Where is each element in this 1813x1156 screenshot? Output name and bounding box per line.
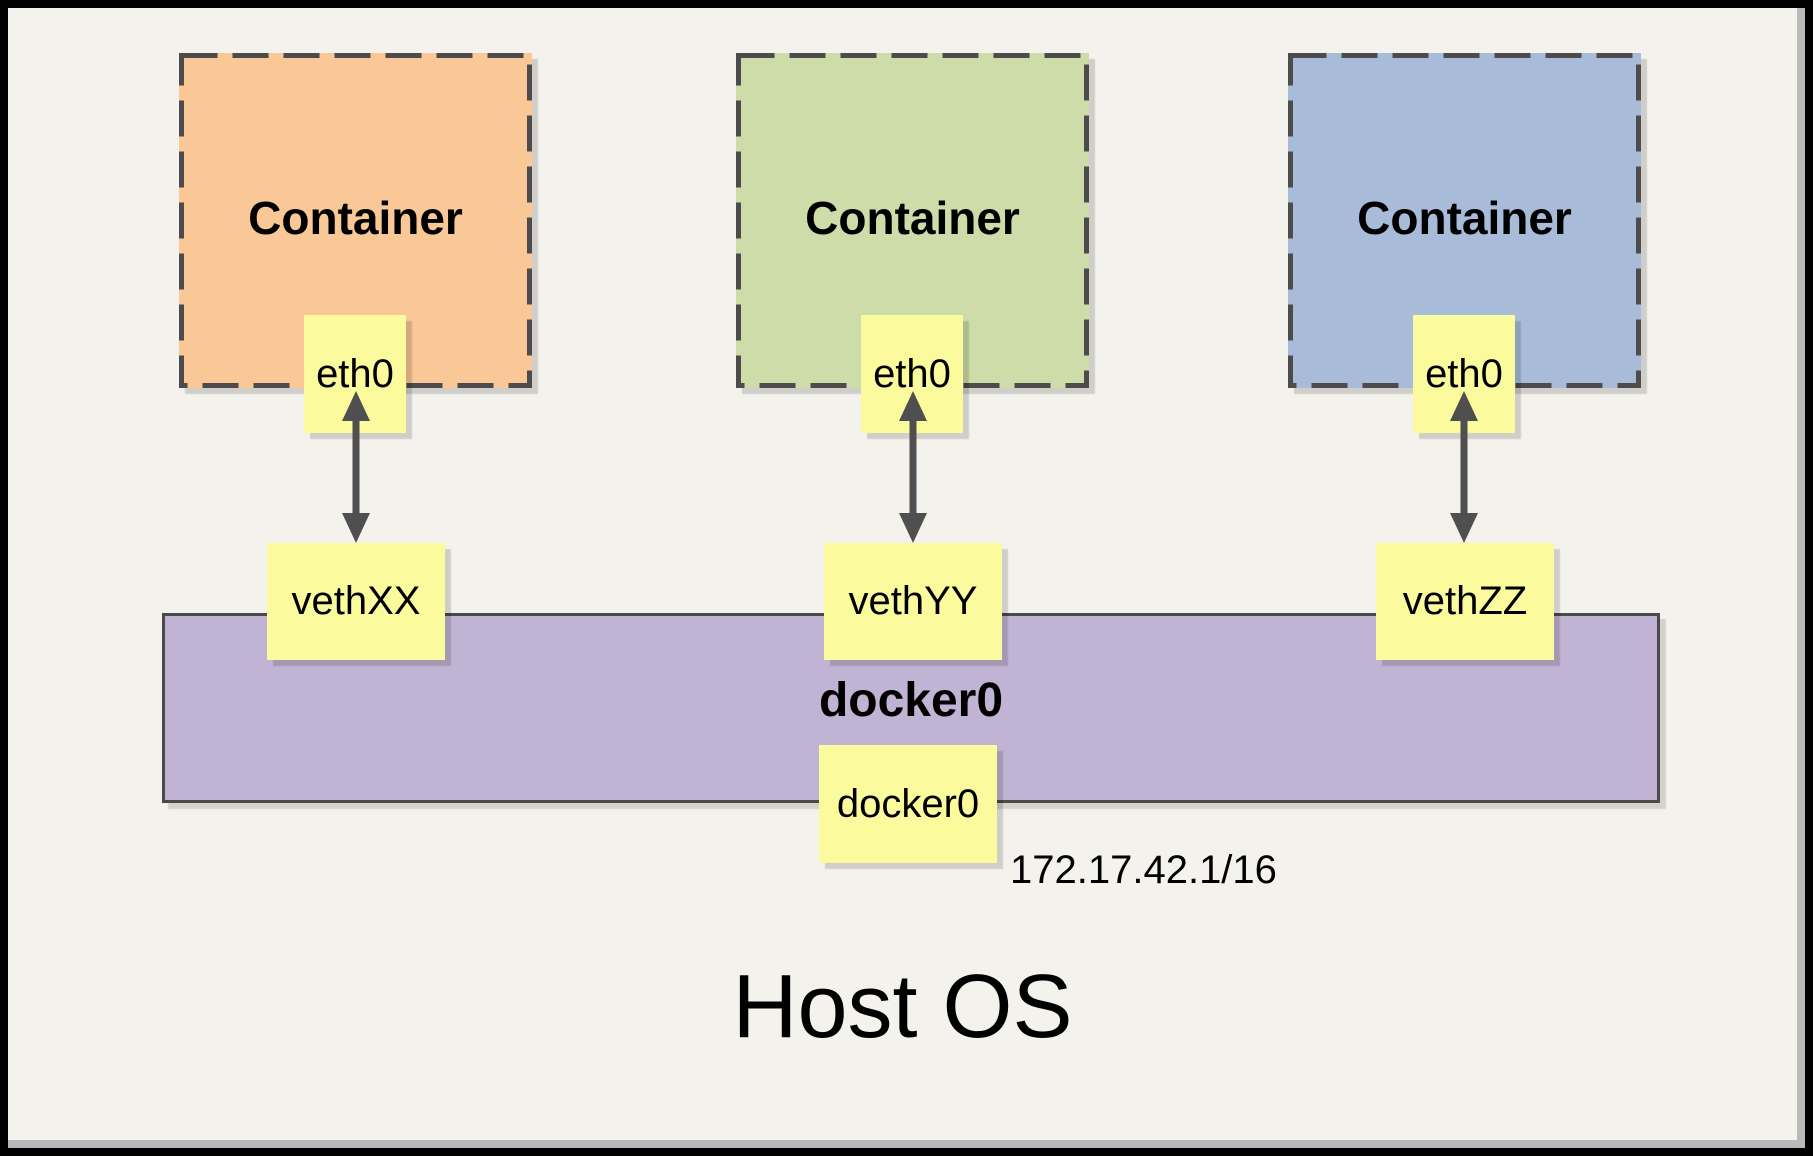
vethxx-node: vethXX: [267, 543, 445, 660]
container-label: Container: [1357, 192, 1572, 244]
container-label: Container: [805, 192, 1020, 244]
vethyy-node: vethYY: [824, 543, 1002, 660]
container-label: Container: [248, 192, 463, 244]
host-os-label: Host OS: [732, 957, 1073, 1057]
vethzz-node: vethZZ: [1376, 543, 1554, 660]
eth0-label: eth0: [873, 351, 951, 396]
vethzz-label: vethZZ: [1402, 579, 1528, 623]
vethyy-label: vethYY: [848, 579, 978, 623]
docker0-interface-label: docker0: [836, 781, 980, 826]
bidirectional-arrow-icon: [342, 391, 370, 543]
bidirectional-arrow-icon: [899, 391, 927, 543]
frame-bevel: Container eth0 Container eth0: [8, 8, 1805, 1148]
eth0-label: eth0: [316, 351, 394, 396]
eth0-label: eth0: [1425, 351, 1503, 396]
docker0-bridge-label: docker0: [818, 674, 1004, 727]
bidirectional-arrow-icon: [1450, 391, 1478, 543]
container-box-2: Container eth0: [736, 53, 1089, 433]
container-box-3: Container eth0: [1288, 53, 1641, 433]
host-os-canvas: Container eth0 Container eth0: [8, 8, 1797, 1140]
bridge-ip-label: 172.17.42.1/16: [1010, 848, 1277, 892]
container-box-1: Container eth0: [179, 53, 532, 433]
eth0-node: eth0: [861, 315, 963, 433]
docker0-interface-node: docker0: [819, 745, 997, 863]
eth0-node: eth0: [1413, 315, 1515, 433]
vethxx-label: vethXX: [291, 579, 421, 623]
